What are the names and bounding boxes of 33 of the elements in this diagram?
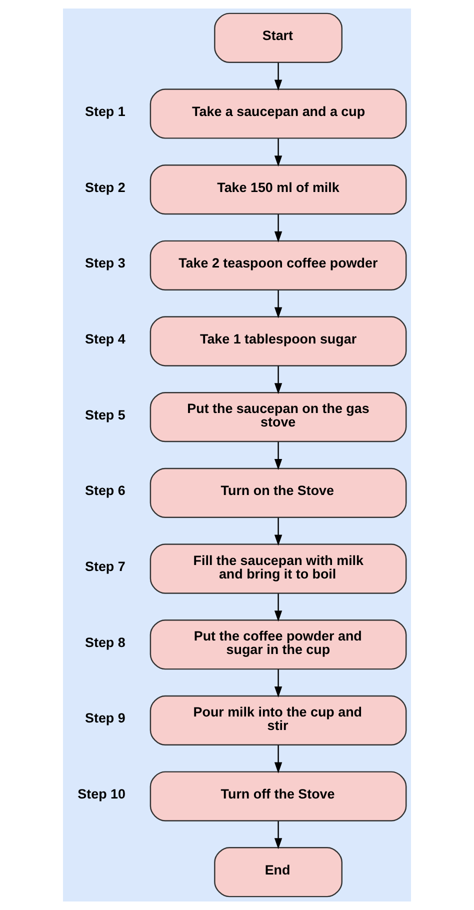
node-label: Step 1 bbox=[85, 104, 126, 119]
arrow bbox=[274, 594, 282, 622]
node-box: Take 2 teaspoon coffee powder bbox=[150, 240, 407, 290]
arrow bbox=[274, 821, 282, 850]
node-box: Put the saucepan on the gas stove bbox=[150, 392, 407, 442]
arrow bbox=[274, 62, 282, 91]
node-box: Put the coffee powder and sugar in the cup bbox=[150, 620, 407, 670]
node-box: Fill the saucepan with milk and bring it to boil bbox=[150, 544, 407, 594]
arrow bbox=[274, 366, 282, 394]
arrow bbox=[274, 745, 282, 774]
node-box: Start bbox=[214, 12, 342, 63]
node-label: Step 5 bbox=[85, 407, 126, 422]
node-label: Step 4 bbox=[85, 331, 126, 346]
node-label: Step 7 bbox=[85, 558, 126, 574]
node-box: Take a saucepan and a cup bbox=[150, 88, 407, 139]
node-label: Step 8 bbox=[85, 634, 126, 650]
node-box: Take 150 ml of milk bbox=[150, 164, 407, 215]
node-box: Turn on the Stove bbox=[150, 468, 407, 518]
node-box: Take 1 tablespoon sugar bbox=[150, 316, 407, 366]
arrow bbox=[274, 518, 282, 546]
node-label: Step 2 bbox=[85, 180, 126, 195]
node-label: Step 9 bbox=[85, 710, 126, 726]
arrow bbox=[274, 442, 282, 470]
node-label: Step 6 bbox=[85, 483, 126, 498]
node-box: Pour milk into the cup and stir bbox=[150, 695, 407, 746]
node-box: Turn off the Stove bbox=[150, 771, 407, 822]
node-label: Step 10 bbox=[78, 786, 126, 802]
arrow bbox=[274, 138, 282, 167]
node-box: End bbox=[214, 847, 342, 898]
node-label: Step 3 bbox=[85, 256, 126, 271]
arrow bbox=[274, 669, 282, 698]
arrow bbox=[274, 290, 282, 318]
arrow bbox=[274, 214, 282, 242]
